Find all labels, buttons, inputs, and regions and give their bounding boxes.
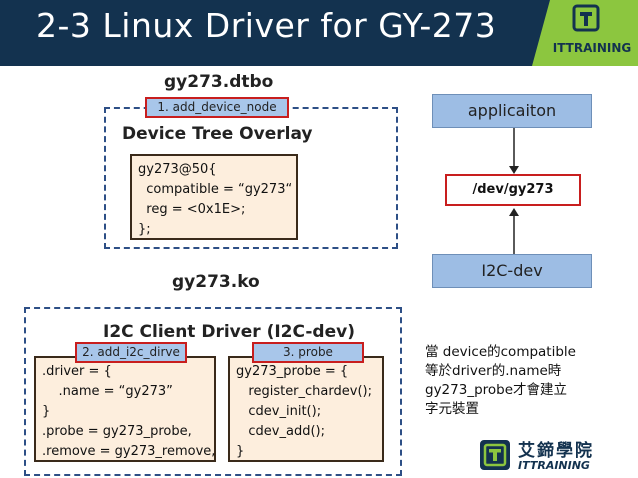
arrow-head-down-icon	[509, 166, 519, 174]
code-line: }	[42, 404, 51, 419]
code-line: }	[236, 444, 245, 459]
add-i2c-driver-tag: 2. add_i2c_dirve	[75, 342, 187, 363]
compatible-note: 當 device的compatible 等於driver的.name時 gy27…	[425, 343, 576, 419]
dtbo-label: gy273.dtbo	[164, 72, 274, 92]
note-line: gy273_probe才會建立	[425, 382, 568, 398]
note-line: 字元裝置	[425, 401, 479, 417]
flow-arrows	[509, 128, 519, 254]
probe-code-box: gy273_probe = { register_chardev(); cdev…	[228, 356, 384, 462]
code-line: .probe = gy273_probe,	[42, 424, 192, 439]
note-line: 當 device的compatible	[425, 344, 576, 360]
driver-struct-code-box: .driver = { .name = “gy273”} .probe = gy2…	[34, 356, 216, 462]
bottom-logo: 艾鍗學院 ITTRAINING	[478, 436, 634, 476]
add-device-node-tag: 1. add_device_node	[145, 97, 289, 118]
logo-english-text: ITTRAINING	[518, 459, 590, 472]
code-line: register_chardev();	[236, 384, 372, 399]
i2c-dev-box: I2C-dev	[432, 254, 592, 288]
logo-top-text: ITTRAINING	[553, 41, 632, 55]
logo-chinese-text: 艾鍗學院	[518, 441, 594, 461]
code-line: .name = “gy273”	[42, 384, 173, 399]
slide-title: 2-3 Linux Driver for GY-273	[36, 6, 497, 45]
code-line: compatible = “gy273“	[138, 182, 293, 197]
code-line: .remove = gy273_remove,	[42, 444, 216, 459]
dev-node-box: /dev/gy273	[445, 174, 581, 206]
overlay-title: Device Tree Overlay	[122, 124, 313, 144]
note-line: 等於driver的.name時	[425, 363, 562, 379]
ko-label: gy273.ko	[172, 272, 260, 292]
ittraining-logo-icon	[480, 440, 510, 470]
code-line: .driver = {	[42, 364, 112, 379]
i2c-client-driver-frame	[24, 307, 402, 476]
application-box: applicaiton	[432, 94, 592, 128]
code-line: cdev_init();	[236, 404, 322, 419]
ittraining-logo-icon: ITTRAINING	[532, 0, 638, 66]
client-driver-title: I2C Client Driver (I2C-dev)	[103, 322, 355, 342]
code-line: reg = <0x1E>;	[138, 202, 246, 217]
arrow-head-up-icon	[509, 208, 519, 216]
code-line: cdev_add();	[236, 424, 325, 439]
code-line: gy273_probe = {	[236, 364, 349, 379]
title-bar: 2-3 Linux Driver for GY-273 ITTRAINING	[0, 0, 638, 66]
code-line: gy273@50{	[138, 162, 217, 177]
code-line: };	[138, 222, 151, 237]
probe-tag: 3. probe	[252, 342, 364, 363]
device-tree-code-box: gy273@50{ compatible = “gy273“ reg = <0x…	[130, 154, 298, 240]
